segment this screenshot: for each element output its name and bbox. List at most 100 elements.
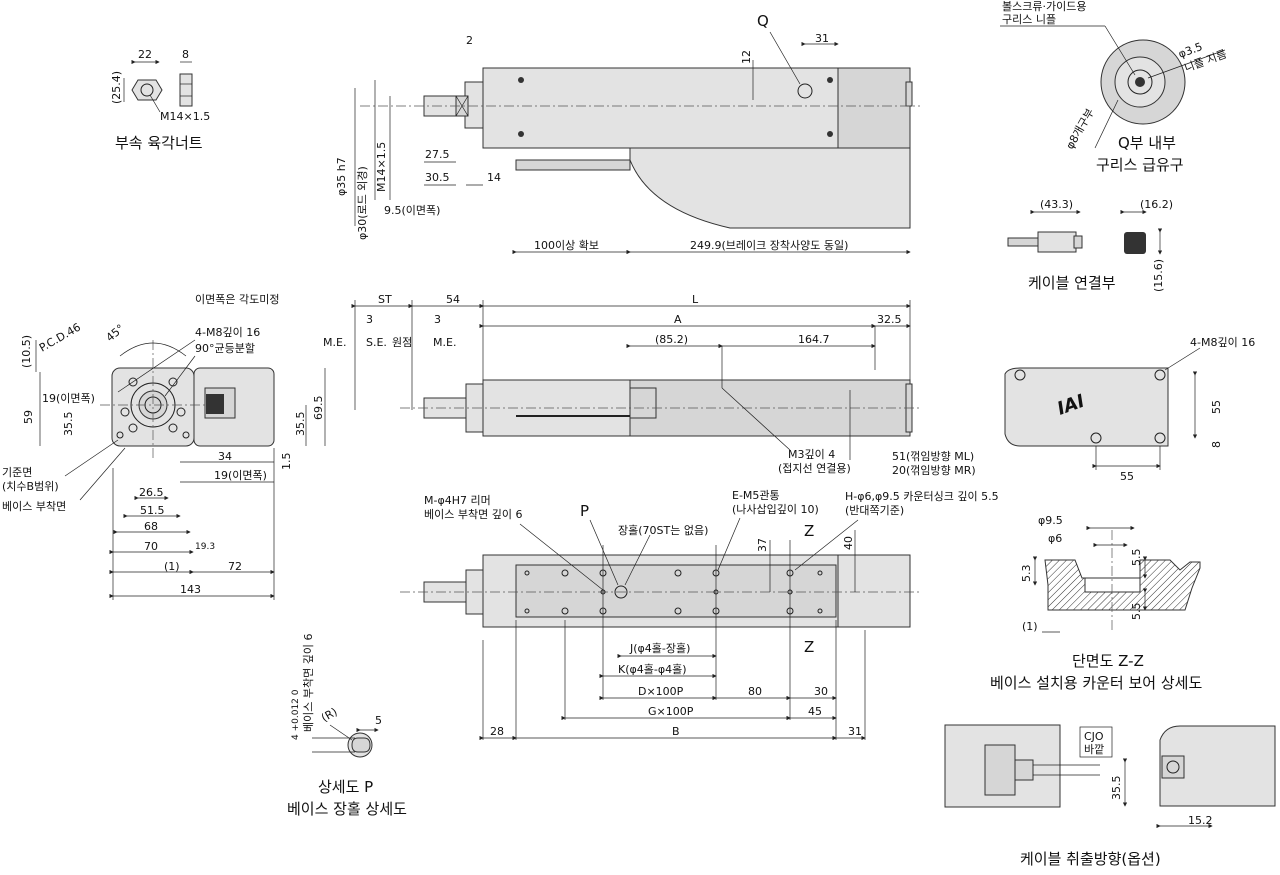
bottom-J: J(φ4홀-장홀) — [629, 642, 690, 655]
front-m8: 4-M8깊이 16 — [195, 326, 260, 339]
front-72: 72 — [228, 560, 242, 573]
grease-port-q — [797, 83, 813, 99]
front-pcd: P.C.D.46 — [37, 321, 83, 355]
grease-caption-2: 구리스 급유구 — [1096, 156, 1184, 174]
bottom-mh7b: 베이스 부착면 깊이 6 — [424, 508, 522, 521]
front-ref2: (치수B범위) — [2, 480, 59, 493]
nut-caption: 부속 육각너트 — [115, 134, 203, 152]
side-A: A — [674, 313, 682, 326]
side-20: 20(꺾임방향 MR) — [892, 464, 976, 477]
nut-face — [131, 79, 163, 101]
section-6: φ6 — [1048, 532, 1062, 545]
cable-dim-15-6: (15.6) — [1152, 259, 1165, 292]
front-35-5a: 35.5 — [62, 412, 75, 437]
bottom-G: G×100P — [648, 705, 694, 718]
dim-12: 12 — [740, 50, 753, 64]
bottom-slot: 장홀(70ST는 없음) — [618, 524, 708, 537]
dim-27-5: 27.5 — [425, 148, 450, 161]
dim-dia30: φ30(로드 외경) — [356, 166, 369, 240]
section-caption-1: 단면도 Z-Z — [1072, 652, 1144, 670]
front-26-5: 26.5 — [139, 486, 164, 499]
bottom-30: 30 — [814, 685, 828, 698]
outlet-cjo-1: CJO — [1084, 730, 1104, 743]
side-me2: M.E. — [433, 336, 456, 349]
outlet-35-5: 35.5 — [1110, 776, 1123, 801]
front-div: 90°균등분할 — [195, 342, 255, 355]
side-se: S.E. — [366, 336, 387, 349]
section-5-5b: 5.5 — [1130, 603, 1143, 621]
section-1: (1) — [1022, 620, 1038, 633]
outlet-15-2: 15.2 — [1188, 814, 1213, 827]
detail-p-caption-1: 상세도 P — [318, 778, 373, 796]
side-origin: 원점 — [392, 336, 412, 349]
dim-2: 2 — [466, 34, 473, 47]
section-zz: φ9.5 φ6 5.5 5.5 5.3 (1) 단면도 Z-Z 베이스 설치용 … — [990, 514, 1202, 692]
detail-p-caption-2: 베이스 장홀 상세도 — [287, 800, 407, 818]
hex-nut-view: 22 8 (25.4) M14×1.5 부속 육각너트 — [110, 48, 210, 152]
cable — [515, 159, 631, 171]
front-1-5: 1.5 — [280, 453, 293, 471]
front-10-5: (10.5) — [20, 335, 33, 368]
front-69-5: 69.5 — [312, 396, 325, 421]
side-3b: 3 — [434, 313, 441, 326]
outlet-cjo-2: 바깥 — [1084, 743, 1104, 756]
label-q: Q — [757, 12, 769, 30]
detail-p-depth: 베이스 부착면 깊이 6 — [302, 634, 315, 732]
side-m3: M3깊이 4 — [788, 448, 835, 461]
front-note: 이면폭은 각도미정 — [195, 293, 279, 306]
detail-p-r: (R) — [319, 705, 340, 724]
bottom-z1: Z — [804, 522, 814, 540]
bottom-h6b: (반대쪽기준) — [845, 504, 904, 517]
bottom-40: 40 — [842, 536, 855, 550]
outlet-caption: 케이블 취출방향(옵션) — [1020, 850, 1161, 868]
front-70: 70 — [144, 540, 158, 553]
front-19-3: 19.3 — [195, 542, 215, 552]
bottom-em5b: (나사삽입깊이 10) — [732, 503, 819, 516]
side-me1: M.E. — [323, 336, 346, 349]
bottom-view: M-φ4H7 리머 베이스 부착면 깊이 6 P 장홀(70ST는 없음) E-… — [400, 489, 999, 741]
cable-dim-43-3: (43.3) — [1040, 198, 1073, 211]
rear-55h: 55 — [1120, 470, 1134, 483]
rear-m8: 4-M8깊이 16 — [1190, 336, 1255, 349]
side-st: ST — [378, 293, 392, 306]
side-32-5: 32.5 — [877, 313, 902, 326]
nut-thread: M14×1.5 — [160, 110, 210, 123]
section-5-5a: 5.5 — [1130, 549, 1143, 567]
bottom-28: 28 — [490, 725, 504, 738]
bottom-80: 80 — [748, 685, 762, 698]
front-1: (1) — [164, 560, 180, 573]
side-ground: (접지선 연결용) — [778, 462, 851, 475]
nut-thickness: 8 — [182, 48, 189, 61]
front-base: 베이스 부착면 — [2, 500, 66, 513]
bottom-31: 31 — [848, 725, 862, 738]
grease-hole: φ8개구부 — [1063, 106, 1097, 151]
detail-p-dim: 4 +0.012 0 — [291, 689, 301, 740]
front-35-5b: 35.5 — [294, 412, 307, 437]
bottom-37: 37 — [756, 538, 769, 552]
section-5-3: 5.3 — [1020, 565, 1033, 583]
grease-caption-1: Q부 내부 — [1118, 134, 1176, 152]
front-19b: 19(이면폭) — [214, 469, 267, 482]
bottom-em5: E-M5관통 — [732, 489, 780, 502]
detail-p: 4 +0.012 0 베이스 부착면 깊이 6 (R) 5 상세도 P 베이스 … — [287, 634, 407, 818]
dim-249-9: 249.9(브레이크 장착사양도 동일) — [690, 238, 848, 252]
side-51: 51(꺾임방향 ML) — [892, 450, 974, 463]
side-164-7: 164.7 — [798, 333, 830, 346]
side-85-2: (85.2) — [655, 333, 688, 346]
bottom-h6: H-φ6,φ9.5 카운터싱크 깊이 5.5 — [845, 490, 999, 503]
front-45: 45° — [104, 322, 127, 344]
side-L: L — [692, 293, 699, 306]
motor-housing — [629, 147, 911, 229]
dim-30-5: 30.5 — [425, 171, 450, 184]
bottom-K: K(φ4홀-φ4홀) — [618, 663, 687, 676]
front-view: 이면폭은 각도미정 4-M8깊이 16 90°균등분할 (10.5) P.C.D… — [2, 293, 326, 600]
front-143: 143 — [180, 583, 201, 596]
nut-side — [179, 73, 193, 107]
front-34: 34 — [218, 450, 232, 463]
dim-31: 31 — [815, 32, 829, 45]
rear-8: 8 — [1210, 441, 1223, 448]
side-54: 54 — [446, 293, 460, 306]
nut-width: 22 — [138, 48, 152, 61]
